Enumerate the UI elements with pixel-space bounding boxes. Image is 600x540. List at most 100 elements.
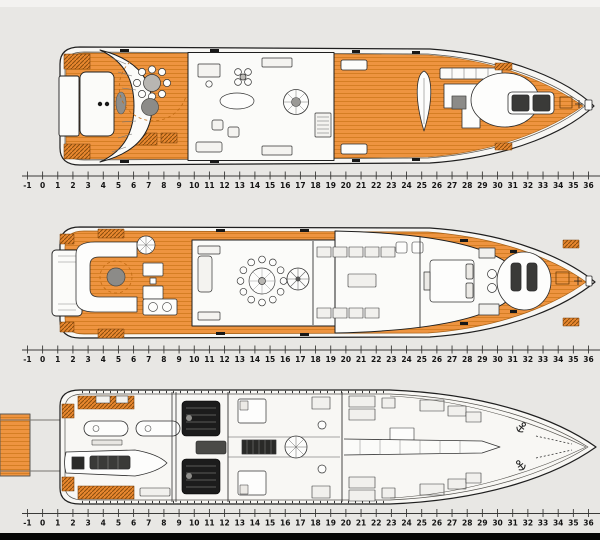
ruler-label: 31	[507, 181, 517, 190]
ruler-label: 13	[235, 519, 245, 528]
ruler-label: 10	[189, 519, 199, 528]
ruler-label: 36	[583, 181, 593, 190]
skylounge-furniture	[195, 57, 332, 156]
ruler-label: 8	[161, 181, 166, 190]
ruler-label: 27	[447, 519, 457, 528]
guest-cabins	[228, 396, 340, 499]
ruler-label: 25	[416, 355, 426, 364]
ruler-label: 18	[310, 519, 320, 528]
ruler-label: 13	[235, 181, 245, 190]
ruler-label: 26	[432, 181, 442, 190]
deck-cleats	[216, 229, 517, 336]
ruler-label: 14	[250, 355, 260, 364]
ruler-label: 28	[462, 181, 472, 190]
ruler-label: 35	[568, 355, 578, 364]
engine-room-bulkhead	[171, 392, 177, 502]
ruler-label: 35	[568, 519, 578, 528]
ruler-label: 7	[146, 355, 151, 364]
foredeck-seating	[496, 251, 593, 311]
ruler-label: 34	[553, 519, 563, 528]
spa-pool	[141, 98, 159, 116]
ruler-label: 34	[553, 181, 563, 190]
sun-deck-plan	[58, 46, 595, 166]
ruler-label: 11	[204, 181, 214, 190]
ruler-label: 32	[523, 355, 533, 364]
owner-stateroom	[423, 247, 500, 316]
ruler-label: 19	[326, 355, 336, 364]
ruler-label: 28	[462, 519, 472, 528]
boat-deck-objects	[340, 59, 593, 155]
ruler-label: -1	[23, 355, 31, 364]
ruler-label: 22	[371, 355, 381, 364]
ruler-label: 15	[265, 355, 275, 364]
stern-stairs	[63, 53, 178, 160]
ruler-label: 7	[146, 519, 151, 528]
ruler-label: 24	[401, 181, 411, 190]
ruler-label: 15	[265, 181, 275, 190]
anchor-gear	[516, 422, 573, 471]
ruler-label: 0	[40, 355, 45, 364]
ruler-label: 18	[310, 355, 320, 364]
ruler-label: 5	[116, 181, 121, 190]
ruler-label: 3	[85, 355, 90, 364]
dining-table-set	[133, 65, 171, 101]
engine-room	[181, 400, 227, 495]
ruler-label: 31	[507, 519, 517, 528]
ruler-label: 8	[161, 519, 166, 528]
ruler-label: 17	[295, 181, 305, 190]
awning-dashed-ring	[118, 61, 187, 122]
aft-side-tables	[142, 262, 164, 300]
ruler-label: 19	[326, 519, 336, 528]
ruler-label: 34	[553, 355, 563, 364]
ruler-label: 22	[371, 181, 381, 190]
ruler-label: 4	[101, 181, 106, 190]
spa-bench	[115, 91, 127, 115]
ruler-label: 29	[477, 355, 487, 364]
stern-stairs	[61, 395, 135, 500]
ruler-label: 31	[507, 355, 517, 364]
tender-garage	[64, 395, 181, 497]
ruler-label: 21	[356, 519, 366, 528]
ruler-label: 1	[55, 519, 60, 528]
ruler-label: 13	[235, 355, 245, 364]
aft-table	[106, 267, 126, 287]
ruler-label: 1	[55, 355, 60, 364]
ruler-label: 5	[116, 519, 121, 528]
ruler-label: 3	[85, 181, 90, 190]
ruler-label: -1	[23, 181, 31, 190]
ruler-label: 2	[70, 355, 75, 364]
ruler-label: 23	[386, 519, 396, 528]
passerelle-lines	[0, 419, 60, 472]
deck-fitting-dot	[97, 101, 103, 107]
ruler-label: 21	[356, 181, 366, 190]
ruler-label: 17	[295, 519, 305, 528]
ruler-label: 36	[583, 519, 593, 528]
ruler-label: 22	[371, 519, 381, 528]
main-deck-plan	[51, 226, 596, 339]
ruler-label: 32	[523, 519, 533, 528]
ruler-label: 20	[341, 519, 351, 528]
ruler-label: 0	[40, 181, 45, 190]
ruler-label: 29	[477, 181, 487, 190]
platform-steps	[58, 255, 76, 311]
ruler-label: 26	[432, 355, 442, 364]
ruler-label: 16	[280, 181, 290, 190]
ruler-label: 25	[416, 519, 426, 528]
ruler-label: 12	[219, 519, 229, 528]
ruler-label: 36	[583, 355, 593, 364]
salon-furniture	[197, 245, 221, 321]
ruler-label: 30	[492, 355, 502, 364]
ruler-label: 0	[40, 519, 45, 528]
ruler-label: 14	[250, 181, 260, 190]
ruler-label: 27	[447, 181, 457, 190]
aft-u-sofa	[75, 241, 138, 313]
ruler-label: 25	[416, 181, 426, 190]
ruler-label: 28	[462, 355, 472, 364]
formal-dining	[236, 255, 288, 307]
lower-deck-plan	[0, 389, 597, 505]
stern-hatch-panel	[58, 75, 80, 137]
stern-skylight	[79, 71, 115, 137]
